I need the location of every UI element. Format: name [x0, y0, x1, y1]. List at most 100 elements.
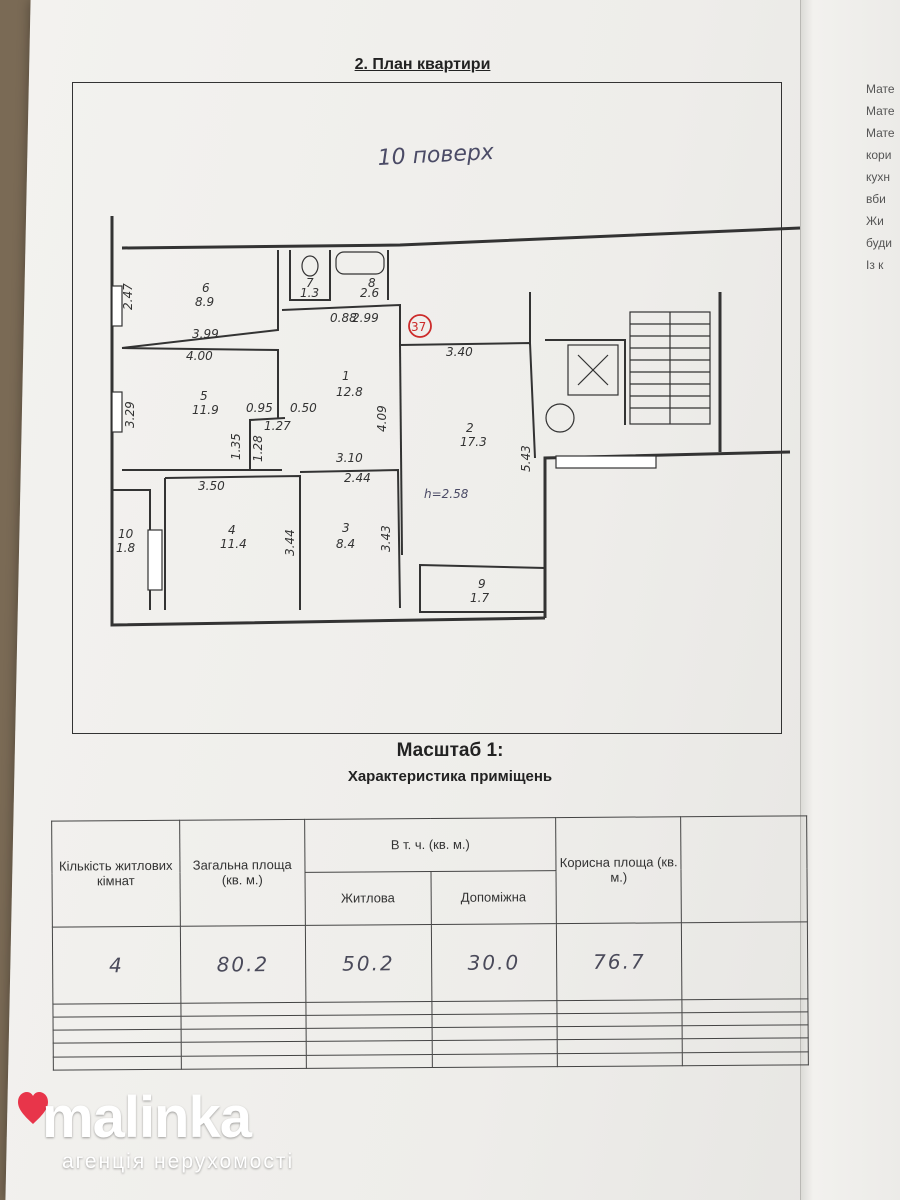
wall — [110, 216, 546, 627]
dimension: 3.43 — [379, 525, 393, 552]
dimension: 3.44 — [283, 529, 297, 556]
room-area: 1.7 — [470, 591, 489, 605]
room-area: 1.8 — [116, 541, 135, 555]
section-title: 2. План квартири — [354, 56, 491, 73]
room-number: 4 — [228, 523, 236, 537]
wall — [419, 563, 546, 613]
dimension: 5.43 — [519, 445, 533, 472]
wall — [299, 468, 401, 609]
brand-name: malinka — [42, 1085, 252, 1150]
scale-label: Масштаб 1: — [396, 740, 504, 761]
room-number: 2 — [466, 421, 474, 435]
wall — [399, 344, 403, 556]
floor-plan-frame — [72, 82, 782, 734]
heart-logo-icon — [18, 1092, 48, 1124]
empty-cell — [681, 921, 808, 1000]
room-area: 8.9 — [195, 295, 214, 309]
auxiliary-area-cell: 30.0 — [430, 923, 557, 1002]
room-area: 1.3 — [300, 286, 319, 300]
room-number: 8 — [368, 276, 376, 290]
room-number: 10 — [118, 527, 134, 541]
dimension: 0.95 — [246, 401, 273, 415]
room-area: 17.3 — [460, 435, 487, 449]
total-area-cell: 80.2 — [179, 925, 306, 1003]
folded-page-edge — [800, 0, 900, 1200]
side-text-line: Мате — [866, 104, 895, 118]
header-auxiliary: Допоміжна — [430, 870, 557, 925]
dimension: 3.40 — [446, 345, 473, 359]
side-page-text: Мате Мате Мате кори кухн вби Жи буди Із … — [866, 78, 900, 276]
wall — [545, 339, 626, 425]
dimension: 4.09 — [375, 405, 389, 432]
wall — [121, 250, 279, 349]
stairwell — [545, 311, 711, 433]
wall — [121, 226, 801, 250]
header-total-area: Загальна площа (кв. м.) — [179, 819, 306, 927]
apartment-number: 37 — [411, 320, 426, 334]
header-useful-area: Корисна площа (кв. м.) — [555, 816, 682, 924]
table-row: 4 80.2 50.2 30.0 76.7 — [52, 921, 808, 1004]
brand-tagline: агенція нерухомості — [62, 1150, 295, 1173]
dimension: 2.44 — [344, 471, 371, 485]
side-text-line: буди — [866, 236, 892, 250]
trash-chute — [545, 403, 575, 433]
header-empty — [681, 815, 808, 923]
toilet — [301, 255, 319, 277]
floor-label: 10 поверх — [377, 140, 495, 171]
window — [147, 529, 163, 591]
room-number: 9 — [478, 577, 486, 591]
side-text-line: Жи — [866, 214, 884, 228]
living-area-cell: 50.2 — [305, 924, 432, 1003]
table-title: Характеристика приміщень — [347, 768, 553, 785]
room-number: 6 — [202, 281, 210, 295]
room-number: 3 — [342, 521, 350, 535]
room-area: 2.6 — [360, 286, 379, 300]
side-text-line: вби — [866, 192, 886, 206]
header-rooms-count: Кількість житлових кімнат — [51, 820, 180, 928]
bathtub — [335, 251, 385, 275]
window — [111, 391, 123, 433]
wall — [281, 303, 401, 345]
wall — [121, 347, 279, 418]
room-area: 12.8 — [336, 385, 363, 399]
dimension: 3.50 — [198, 479, 225, 493]
window — [111, 285, 123, 327]
dimension: 2.47 — [121, 283, 135, 310]
window — [555, 455, 657, 469]
room-area: 11.4 — [220, 537, 247, 551]
table-header-row: Кількість житлових кімнат Загальна площа… — [51, 815, 808, 928]
wall — [543, 450, 791, 618]
side-text-line: кори — [866, 148, 892, 162]
dimension: 3.10 — [336, 451, 363, 465]
useful-area-cell: 76.7 — [556, 922, 683, 1001]
dimension: 3.99 — [192, 327, 219, 341]
room-area: 8.4 — [336, 537, 355, 551]
dimension: 1.27 — [264, 419, 291, 433]
wall — [249, 417, 286, 470]
dimension: 1.28 — [251, 435, 265, 462]
side-text-line: Із к — [866, 258, 884, 272]
dimension: 1.35 — [229, 433, 243, 460]
apartment-number-circle — [408, 314, 432, 338]
header-living: Житлова — [305, 871, 431, 926]
side-text-line: Мате — [866, 126, 895, 140]
room-area: 11.9 — [192, 403, 219, 417]
dimension: 0.50 — [290, 401, 317, 415]
rooms-count-cell: 4 — [52, 926, 181, 1004]
header-including: В т. ч. (кв. м.) — [304, 817, 556, 873]
dimension: 4.00 — [186, 349, 213, 363]
floor-plan: 10 поверх 37 6 8.9 5 11.9 1 12.8 2 17.3 … — [110, 140, 801, 627]
dimension: 0.88 — [330, 311, 357, 325]
wall — [289, 250, 331, 301]
dimension: 3.29 — [123, 401, 137, 428]
room-number: 7 — [306, 276, 314, 290]
ceiling-height: h=2.58 — [424, 487, 469, 501]
dimension: 2.99 — [352, 311, 379, 325]
elevator-shaft — [567, 344, 619, 396]
side-text-line: Мате — [866, 82, 895, 96]
room-number: 5 — [200, 389, 208, 403]
wall — [164, 474, 301, 610]
room-characteristics-table: Кількість житлових кімнат Загальна площа… — [51, 815, 809, 1071]
side-text-line: кухн — [866, 170, 891, 184]
room-number: 1 — [342, 369, 350, 383]
